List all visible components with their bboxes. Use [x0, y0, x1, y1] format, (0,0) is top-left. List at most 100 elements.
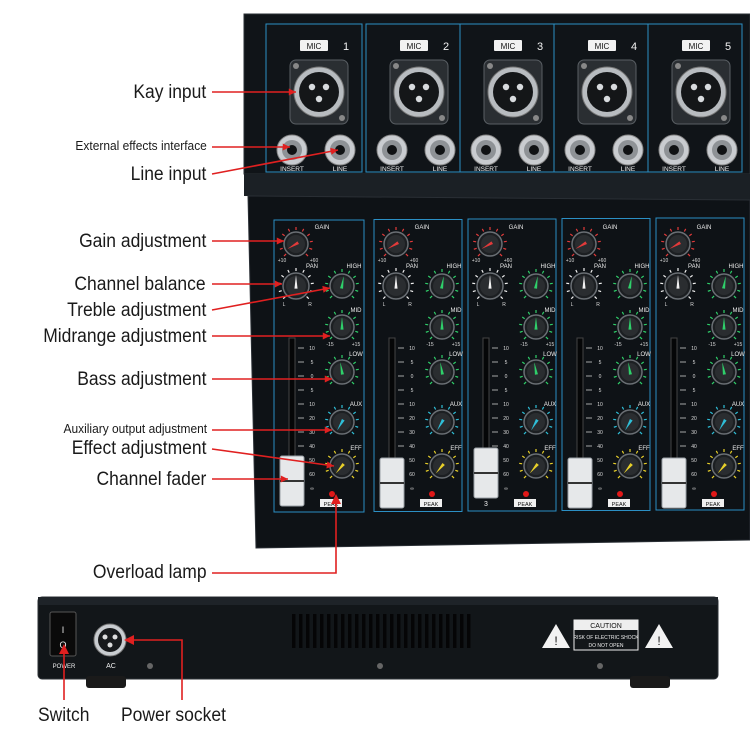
- aux-knob-tick: [527, 406, 531, 410]
- low-knob-tick: [549, 375, 553, 378]
- screw: [339, 115, 345, 121]
- peak-label: PEAK: [612, 502, 627, 508]
- arrow-treble-head: [322, 285, 330, 293]
- high-knob-tick: [352, 275, 357, 279]
- high-knob-tick: [521, 275, 526, 279]
- pan-l: L: [383, 302, 386, 308]
- high-knob-ring: [613, 269, 647, 299]
- gain-knob-tick: [283, 253, 287, 257]
- gain-label: GAIN: [603, 225, 618, 231]
- xlr-pin: [315, 95, 323, 103]
- eff-knob-tick: [429, 475, 433, 479]
- aux-knob-tick: [352, 411, 357, 415]
- screw: [675, 63, 681, 69]
- screw: [293, 63, 299, 69]
- gain-label: GAIN: [315, 225, 330, 231]
- low-knob-pointer: [628, 362, 632, 375]
- eff-knob-tick: [635, 450, 639, 454]
- mid-knob-tick: [447, 311, 451, 315]
- warning-icon-right: [645, 624, 673, 648]
- eff-knob-tick: [541, 450, 545, 454]
- peak-lamp: [429, 491, 435, 497]
- eq-max: +15: [546, 342, 555, 348]
- aux-label: AUX: [450, 402, 462, 408]
- eq-max: +15: [452, 342, 461, 348]
- eff-knob-tick: [733, 475, 737, 479]
- arrow-line-input: [211, 149, 339, 175]
- label-bass: Bass adjustment: [76, 369, 206, 390]
- high-knob-tick: [613, 289, 617, 292]
- pan-knob-tick: [669, 269, 672, 273]
- low-knob-tick: [427, 361, 432, 365]
- mid-knob-tick: [327, 316, 332, 320]
- mic-badge-label: MIC: [689, 42, 704, 51]
- pan-knob-tick: [407, 274, 411, 278]
- pan-label: PAN: [594, 264, 606, 270]
- aux-knob-tick: [452, 411, 457, 415]
- fader-scale-label: ∞: [598, 486, 602, 492]
- jack-hole: [623, 145, 633, 155]
- eq-max: +15: [734, 342, 743, 348]
- high-knob-tick: [347, 270, 351, 274]
- high-knob-ring: [707, 269, 741, 299]
- high-knob-tick: [546, 275, 551, 279]
- mid-knob-ring: [707, 310, 741, 340]
- gain-knob-tick: [663, 233, 668, 237]
- mid-knob-ring: [325, 310, 359, 340]
- gain-knob-tick: [309, 247, 313, 250]
- fader-scale-label: 10: [503, 402, 509, 408]
- pan-knob-tick: [684, 269, 687, 273]
- xlr-jack-hole: [399, 72, 439, 112]
- eff-knob-pointer: [717, 463, 727, 474]
- arrow-power-socket: [126, 639, 183, 700]
- aux-knob-ring: [425, 405, 459, 435]
- peak-label: PEAK: [706, 502, 721, 508]
- vent-slot: [418, 614, 422, 648]
- gain-knob-tick: [691, 247, 695, 250]
- pan-knob-ring: [378, 268, 414, 300]
- gain-label: GAIN: [415, 225, 430, 231]
- low-knob-tick: [541, 356, 545, 360]
- mid-knob-tick: [452, 316, 457, 320]
- fader-scale-label: 30: [691, 430, 697, 436]
- eff-knob-tick: [729, 450, 733, 454]
- mid-knob-tick: [451, 336, 455, 340]
- line-label: LINE: [333, 166, 348, 173]
- vent-slot: [313, 614, 317, 648]
- peak-label: PEAK: [424, 502, 439, 508]
- jack-hole: [435, 145, 445, 155]
- fader-scale-label: ∞: [504, 486, 508, 492]
- label-overload-lamp: Overload lamp: [93, 562, 207, 583]
- rear-top-edge: [38, 597, 718, 605]
- channel-number: 4: [631, 41, 637, 53]
- fader-scale-label: 30: [503, 430, 509, 436]
- high-knob-tick: [351, 295, 355, 299]
- mid-knob-tick: [640, 316, 645, 320]
- arrow-switch-head: [59, 644, 69, 654]
- high-knob-ring: [325, 269, 359, 299]
- eff-knob-tick: [433, 450, 437, 454]
- pan-knob-tick: [402, 269, 405, 273]
- gain-knob-tick: [687, 253, 691, 257]
- mid-knob-tick: [429, 336, 433, 340]
- gain-min: +10: [472, 258, 481, 264]
- aux-knob-pointer: [437, 419, 445, 431]
- low-knob-ring: [425, 355, 459, 385]
- pan-knob-tick: [500, 296, 504, 300]
- vent-slot: [397, 614, 401, 648]
- fader-scale-label: 40: [309, 444, 315, 450]
- fader-scale-label: 50: [597, 458, 603, 464]
- aux-knob-tick: [433, 406, 437, 410]
- gain-knob-tick: [406, 233, 411, 237]
- eff-knob-tick: [452, 455, 457, 459]
- peak-badge: [420, 499, 442, 507]
- eff-knob-tick: [617, 475, 621, 479]
- eff-knob-tick: [613, 469, 617, 472]
- eff-knob-tick: [519, 469, 523, 472]
- label-key-input: Kay input: [133, 82, 206, 103]
- line-label: LINE: [715, 166, 730, 173]
- high-knob-tick: [451, 295, 455, 299]
- channel-number: 2: [443, 41, 449, 53]
- high-knob-tick: [523, 295, 527, 299]
